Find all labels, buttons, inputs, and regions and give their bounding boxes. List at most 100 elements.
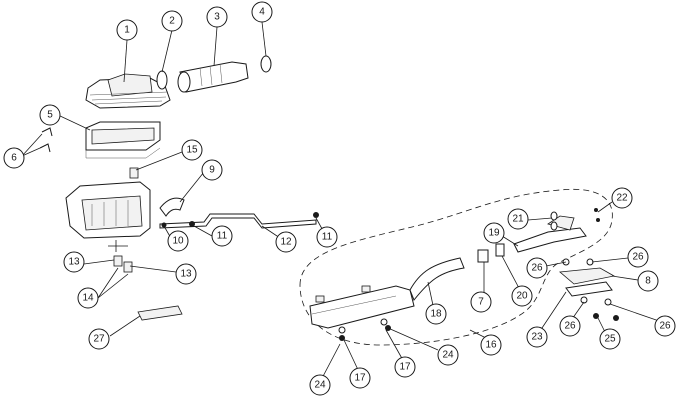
callout-label: 1 [124, 25, 130, 36]
grommet-right [123, 261, 133, 273]
callout-26-a: 26 [526, 257, 548, 279]
hose-9 [159, 197, 185, 217]
callout-27: 27 [88, 328, 110, 350]
callout-label: 21 [512, 214, 524, 225]
sensor-15 [129, 167, 139, 179]
callout-26-c: 26 [559, 315, 581, 337]
nut-25-b [613, 315, 619, 321]
callout-6: 6 [3, 147, 25, 169]
callout-label: 24 [314, 380, 326, 391]
callout-label: 14 [82, 293, 94, 304]
callout-label: 20 [516, 291, 528, 302]
washer-17-left [338, 326, 346, 334]
callout-label: 27 [93, 334, 105, 345]
fitting-11-left [189, 221, 195, 227]
bolt-22-a [594, 208, 598, 212]
callout-21: 21 [507, 208, 529, 230]
callout-label: 6 [11, 153, 17, 164]
intake-tube [177, 61, 249, 93]
callout-1: 1 [116, 19, 138, 41]
gasket-21-b [550, 221, 558, 231]
callout-label: 9 [209, 165, 215, 176]
callout-label: 10 [172, 236, 184, 247]
muffler [309, 257, 465, 329]
callout-label: 13 [180, 269, 192, 280]
hose-clamp-4 [260, 55, 272, 73]
callout-label: 8 [645, 276, 651, 287]
callout-13-left: 13 [63, 251, 85, 273]
callout-label: 11 [322, 232, 333, 243]
bolt-22-b [596, 218, 600, 222]
callout-17-left: 17 [349, 367, 371, 389]
callout-11-left: 11 [211, 225, 233, 247]
bracket-23 [565, 281, 613, 297]
callout-11-right: 11 [316, 226, 338, 248]
seal-20 [495, 243, 505, 257]
callout-label: 23 [531, 332, 543, 343]
callout-26-b: 26 [627, 246, 649, 268]
callout-label: 18 [430, 309, 442, 320]
hose-clamp-2 [156, 70, 168, 90]
airbox-cover [85, 73, 171, 109]
callout-7: 7 [470, 291, 492, 313]
header-pipe [513, 215, 587, 253]
callout-label: 17 [399, 362, 411, 373]
callout-26-d: 26 [654, 315, 676, 337]
callout-label: 26 [531, 263, 543, 274]
exhaust-group-outline [299, 188, 613, 346]
callout-24-right: 24 [437, 344, 459, 366]
gasket-21-a [550, 211, 558, 221]
callout-20: 20 [511, 285, 533, 307]
callout-22: 22 [611, 187, 633, 209]
callout-18: 18 [425, 303, 447, 325]
callout-label: 15 [186, 145, 198, 156]
callout-label: 5 [47, 110, 53, 121]
callout-label: 26 [564, 321, 576, 332]
callout-label: 22 [616, 193, 628, 204]
washer-26-d [604, 298, 612, 306]
callout-label: 26 [659, 321, 671, 332]
callout-label: 26 [632, 252, 644, 263]
fitting-10 [161, 222, 167, 228]
callout-label: 2 [169, 16, 175, 27]
callout-13-right: 13 [175, 263, 197, 285]
callout-4: 4 [251, 1, 273, 23]
callout-label: 17 [354, 373, 366, 384]
callout-12: 12 [275, 231, 297, 253]
callout-label: 3 [214, 12, 220, 23]
airbox-lower-housing [65, 181, 151, 239]
callout-17-right: 17 [394, 356, 416, 378]
callout-label: 12 [280, 237, 292, 248]
callout-label: 11 [217, 231, 228, 242]
callout-16: 16 [480, 334, 502, 356]
callout-25: 25 [599, 328, 621, 350]
air-filter-element [85, 121, 161, 159]
callout-8: 8 [637, 270, 659, 292]
callout-label: 13 [68, 257, 80, 268]
grommet-left [113, 255, 123, 267]
callout-label: 4 [259, 7, 265, 18]
plate-27 [137, 305, 183, 321]
callout-15: 15 [181, 139, 203, 161]
callout-24-left: 24 [309, 374, 331, 396]
callout-10: 10 [167, 230, 189, 252]
nut-25-a [593, 313, 599, 319]
callout-14: 14 [77, 287, 99, 309]
callout-3: 3 [206, 6, 228, 28]
breather-line [159, 213, 317, 229]
retaining-clips [39, 127, 53, 153]
callout-label: 19 [488, 228, 500, 239]
callout-label: 24 [442, 350, 454, 361]
coupler-7 [477, 249, 489, 263]
callout-label: 25 [604, 334, 616, 345]
washer-17-right [380, 318, 388, 326]
callout-2: 2 [161, 10, 183, 32]
washer-26-c [580, 296, 588, 304]
callout-label: 7 [478, 297, 484, 308]
callout-23: 23 [526, 326, 548, 348]
callout-5: 5 [39, 104, 61, 126]
fitting-11-right [313, 212, 319, 218]
callout-label: 16 [485, 340, 497, 351]
callout-9: 9 [201, 159, 223, 181]
